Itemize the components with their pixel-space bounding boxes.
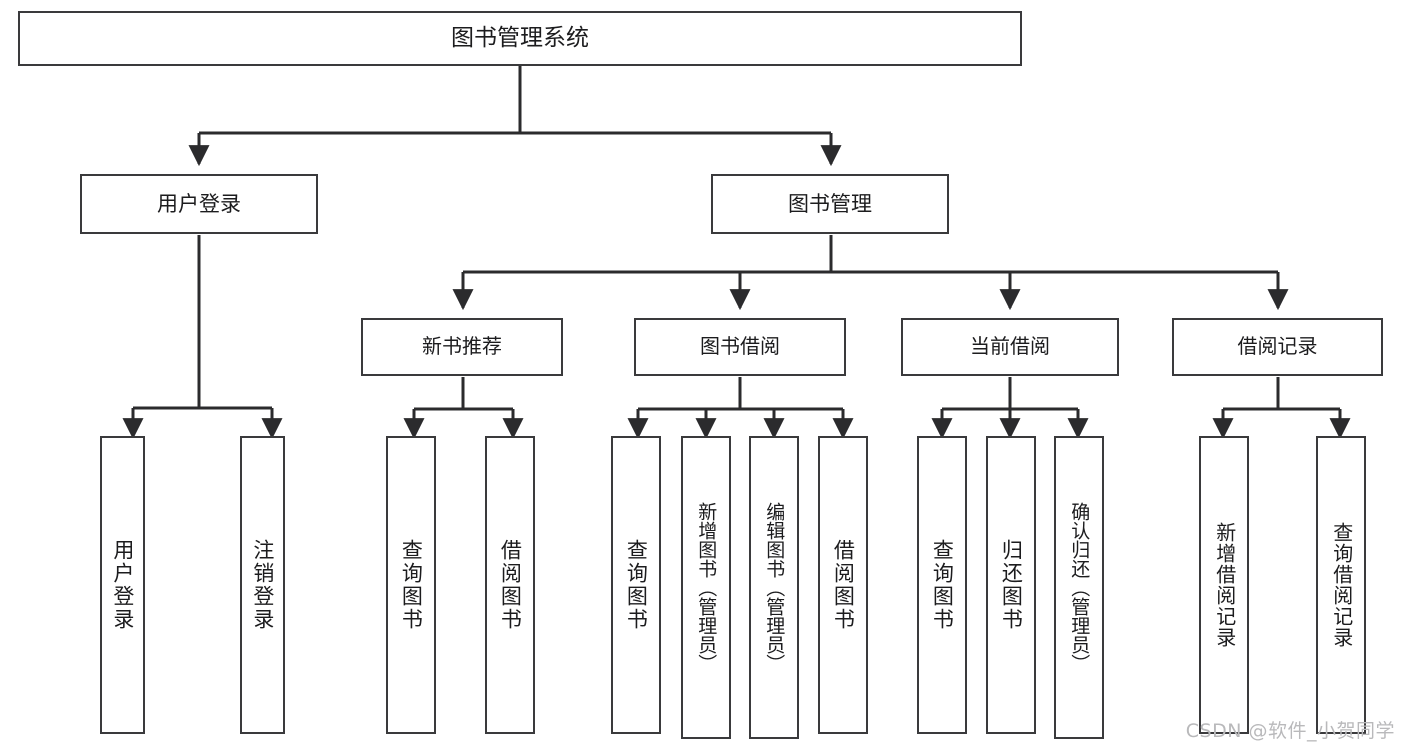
node-label: 用户登录 — [110, 539, 135, 631]
node-label: 查询借阅记录 — [1329, 522, 1354, 648]
node-label: 确认归还（管理员） — [1068, 502, 1091, 673]
leaf-book-borrow-query-book[interactable]: 查询图书 — [611, 436, 661, 734]
leaf-book-borrow-borrow-book[interactable]: 借阅图书 — [818, 436, 868, 734]
node-user-login[interactable]: 用户登录 — [80, 174, 318, 234]
node-book-management[interactable]: 图书管理 — [711, 174, 949, 234]
node-label: 借阅图书 — [831, 539, 856, 631]
node-label: 查询图书 — [930, 539, 955, 631]
leaf-user-login-login[interactable]: 用户登录 — [100, 436, 145, 734]
node-label: 归还图书 — [999, 539, 1024, 631]
node-label: 图书借阅 — [700, 334, 780, 359]
node-label: 注销登录 — [250, 539, 275, 631]
node-label: 借阅记录 — [1237, 334, 1318, 359]
watermark-text: CSDN @软件_小贺同学 — [1185, 720, 1395, 742]
leaf-current-borrow-return-book[interactable]: 归还图书 — [986, 436, 1036, 734]
node-label: 新书推荐 — [422, 334, 502, 359]
leaf-book-borrow-edit-book-admin[interactable]: 编辑图书（管理员） — [749, 436, 799, 739]
node-label: 图书管理系统 — [451, 24, 589, 51]
node-label: 查询图书 — [399, 539, 424, 631]
leaf-current-borrow-query-book[interactable]: 查询图书 — [917, 436, 967, 734]
node-label: 编辑图书（管理员） — [763, 502, 786, 673]
node-label: 图书管理 — [788, 191, 872, 216]
leaf-new-book-query-book[interactable]: 查询图书 — [386, 436, 436, 734]
node-new-book-recommend[interactable]: 新书推荐 — [361, 318, 563, 376]
node-label: 查询图书 — [624, 539, 649, 631]
node-book-borrow[interactable]: 图书借阅 — [634, 318, 846, 376]
node-label: 新增借阅记录 — [1212, 522, 1237, 648]
leaf-current-borrow-confirm-return-admin[interactable]: 确认归还（管理员） — [1054, 436, 1104, 739]
node-label: 用户登录 — [157, 191, 241, 216]
leaf-user-login-logout[interactable]: 注销登录 — [240, 436, 285, 734]
leaf-book-borrow-add-book-admin[interactable]: 新增图书（管理员） — [681, 436, 731, 739]
leaf-borrow-record-add-record[interactable]: 新增借阅记录 — [1199, 436, 1249, 734]
node-root-book-management-system[interactable]: 图书管理系统 — [18, 11, 1022, 66]
leaf-new-book-borrow-book[interactable]: 借阅图书 — [485, 436, 535, 734]
node-label: 新增图书（管理员） — [695, 502, 718, 673]
node-borrow-record[interactable]: 借阅记录 — [1172, 318, 1383, 376]
node-current-borrow[interactable]: 当前借阅 — [901, 318, 1119, 376]
leaf-borrow-record-query-record[interactable]: 查询借阅记录 — [1316, 436, 1366, 734]
node-label: 借阅图书 — [498, 539, 523, 631]
node-label: 当前借阅 — [970, 334, 1050, 359]
